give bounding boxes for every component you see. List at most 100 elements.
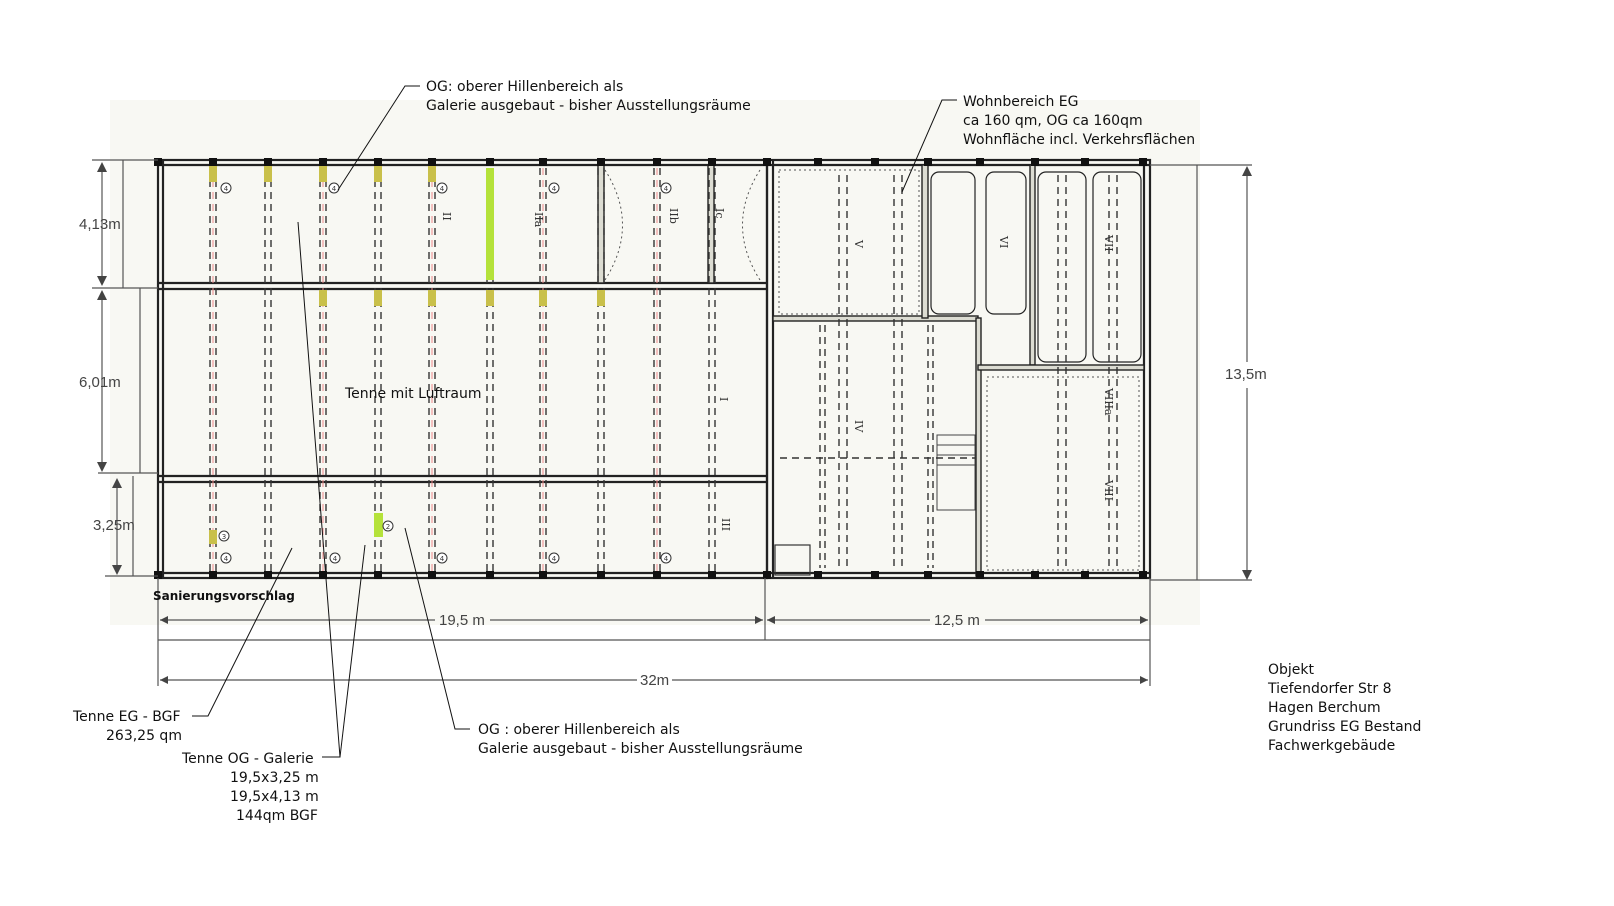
annotation-og-top: OG: oberer Hillenbereich als Galerie aus… [337,79,751,191]
dim-6-01: 6,01m [79,374,121,391]
annotation-og-bottom: OG : oberer Hillenbereich als Galerie au… [404,527,803,757]
svg-text:Wohnfläche incl. Verkehrsfläch: Wohnfläche incl. Verkehrsflächen [963,132,1195,148]
marker-number: 4 [440,185,445,193]
marker-circle [436,182,448,194]
marker-circle [220,552,232,564]
post [539,158,547,166]
svg-text:Galerie ausgebaut - bisher Aus: Galerie ausgebaut - bisher Ausstellungsr… [478,741,803,757]
svg-text:OG : oberer Hillenbereich als: OG : oberer Hillenbereich als [478,722,680,738]
post [1081,571,1089,579]
svg-text:Tenne EG - BGF: Tenne EG - BGF [72,709,181,725]
room-label-II: II [440,212,453,221]
post [976,158,984,166]
post [976,571,984,579]
room-label-I: I [717,397,730,401]
post [539,571,547,579]
highlight-mark [264,166,272,182]
post [708,158,716,166]
post [1081,158,1089,166]
marker-number: 4 [664,185,669,193]
room-label-III: III [719,518,732,531]
post [428,158,436,166]
svg-text:Tiefendorfer Str 8: Tiefendorfer Str 8 [1267,681,1391,697]
highlight-mark [428,166,436,182]
post [871,158,879,166]
post [209,158,217,166]
post [763,571,771,579]
svg-text:ca 160 qm, OG ca 160qm: ca 160 qm, OG ca 160qm [963,113,1143,129]
room-labels: II IIa IIb Ic I III V VI VII IV VIIIa VI… [440,208,1115,531]
post [708,571,716,579]
marker-number: 4 [224,555,229,563]
highlight-mark [486,168,494,280]
room-label-IIb: IIb [667,208,680,224]
marker-number: 3 [222,533,226,541]
highlight-mark [428,290,436,306]
svg-text:Objekt: Objekt [1268,662,1315,678]
annotation-wohnbereich: Wohnbereich EG ca 160 qm, OG ca 160qm Wo… [901,94,1195,193]
post [486,158,494,166]
room-label-VIII: VIII [1102,479,1115,501]
highlight-mark [597,290,605,306]
dim-13-5: 13,5m [1225,366,1267,383]
plan-paper [110,100,1200,625]
highlight-mark [319,290,327,306]
annotation-tenne-eg: Tenne EG - BGF 263,25 qm [72,547,293,744]
post [653,158,661,166]
highlight-mark [374,290,382,306]
post [871,571,879,579]
sanierung-label: Sanierungsvorschlag [153,589,295,603]
room-label-VI: VI [997,235,1010,248]
objekt-info: Objekt Tiefendorfer Str 8 Hagen Berchum … [1267,662,1421,754]
post [924,158,932,166]
highlight-mark [209,166,217,182]
room-label-Ic: Ic [713,208,726,219]
post [374,571,382,579]
post [1031,571,1039,579]
room-label-V: V [852,239,865,249]
highlight-mark [319,166,327,182]
marker-number: 4 [332,185,337,193]
svg-text:144qm BGF: 144qm BGF [236,808,318,824]
marker-number: 4 [224,185,229,193]
room-label-IV: IV [852,420,865,433]
annotation-tenne-og: Tenne OG - Galerie 19,5x3,25 m 19,5x4,13… [181,221,366,824]
marker-circle [548,182,560,194]
post [264,158,272,166]
dim-12-5: 12,5 m [934,612,980,629]
marker-circle [436,552,448,564]
dimension-lines: 4,13m 6,01m 3,25m 13,5m 19,5 m 12,5 m 32… [79,159,1267,689]
post [209,571,217,579]
marker-circle [548,552,560,564]
marker-circle [660,552,672,564]
post [154,158,162,166]
post [924,571,932,579]
post [814,571,822,579]
post [1139,571,1147,579]
post [597,158,605,166]
svg-text:Fachwerkgebäude: Fachwerkgebäude [1268,738,1395,754]
svg-text:OG: oberer Hillenbereich als: OG: oberer Hillenbereich als [426,79,623,95]
highlight-mark [374,513,383,537]
post [319,158,327,166]
post [264,571,272,579]
dim-3-25: 3,25m [93,517,135,534]
marker-circle [660,182,672,194]
highlight-mark [539,290,547,306]
post [428,571,436,579]
post [653,571,661,579]
dim-4-13: 4,13m [79,216,121,233]
post [486,571,494,579]
marker-number: 4 [664,555,669,563]
post [597,571,605,579]
post [154,571,162,579]
marker-number: 4 [440,555,445,563]
highlight-mark [374,166,382,182]
wohnbereich-section [154,158,1152,580]
post [319,571,327,579]
marker-circle [220,182,232,194]
room-label-IIa: IIa [532,212,545,228]
highlight-mark [209,530,217,544]
